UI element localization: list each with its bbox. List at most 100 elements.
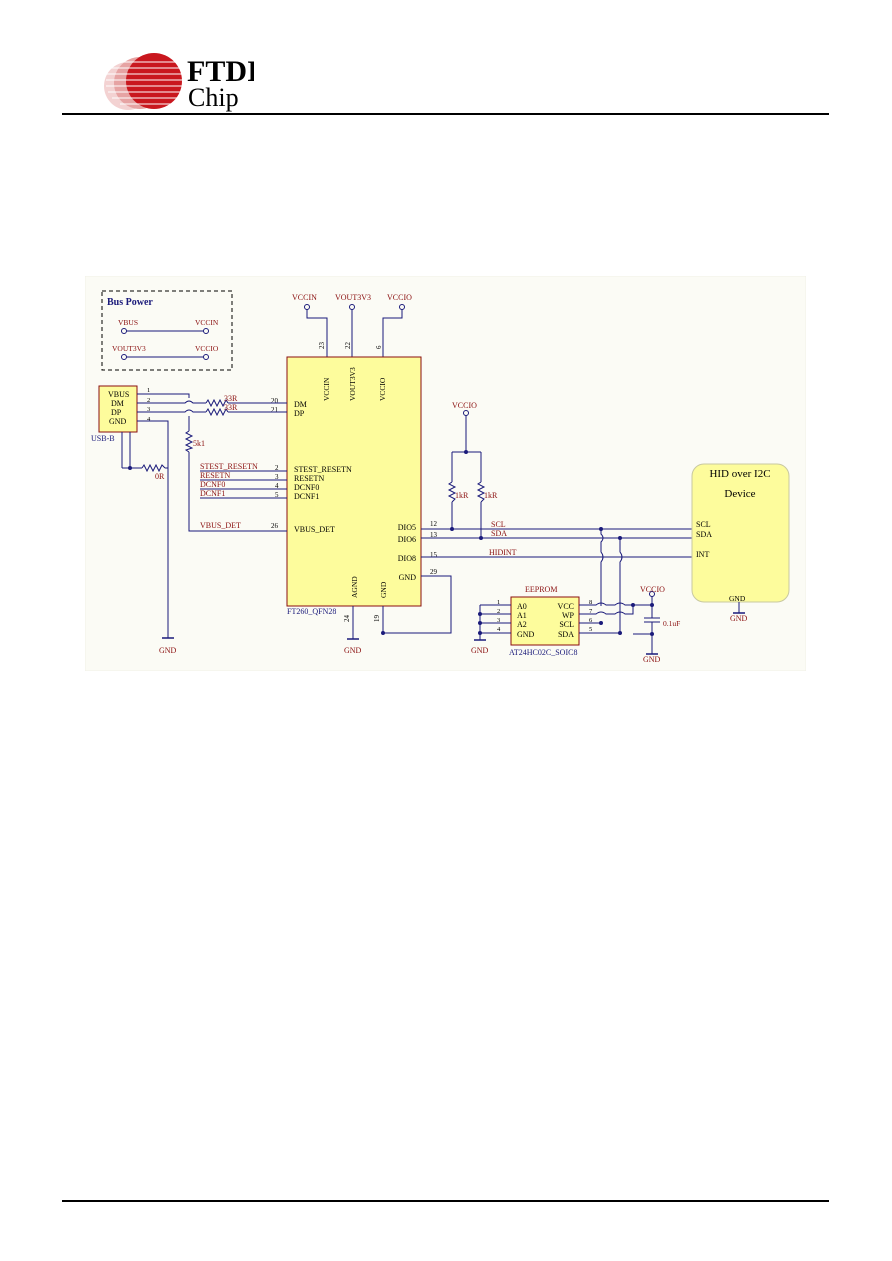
usb-num-2: 2	[147, 397, 150, 404]
bus-power-title: Bus Power	[107, 297, 153, 308]
ft260-pin-vout3v3: VOUT3V3	[348, 367, 357, 401]
power-vccio-label: VCCIO	[387, 293, 412, 302]
pin-num-dm: 20	[271, 397, 279, 405]
ft260-pin-dio6: DIO6	[398, 535, 416, 544]
hid-pin-scl: SCL	[696, 520, 711, 529]
pin-num-dcnf1: 5	[275, 491, 279, 499]
pullup-r1-value: 1kR	[455, 491, 469, 500]
eeprom-ref: AT24HC02C_SOIC8	[509, 648, 577, 657]
eeprom-pin-sda: SDA	[558, 630, 574, 639]
pin-num-dio6: 13	[430, 531, 438, 539]
eeprom-num-6: 6	[589, 617, 593, 624]
bus-power-box: Bus Power VBUS VCCIN VOUT3V3 VCCIO	[101, 290, 233, 371]
hid-pin-sda: SDA	[696, 530, 712, 539]
logo-text-chip: Chip	[188, 83, 239, 112]
eeprom-gnd-label: GND	[471, 646, 489, 655]
i2c-bus-wiring	[421, 528, 693, 633]
eeprom-num-1: 1	[497, 599, 500, 606]
hid-gnd-label: GND	[730, 614, 748, 623]
pin-num-gnd29: 29	[430, 568, 438, 576]
power-top: VCCIN VOUT3V3 VCCIO 23 22 6	[292, 293, 412, 357]
ftdi-chip-logo: FTDI Chip	[94, 50, 259, 112]
usb-connector: VBUS DM DP GND USB-B 1 2 3 4	[91, 385, 151, 443]
logo-text-ftdi: FTDI	[187, 55, 254, 88]
net-resetn: RESETN	[200, 471, 230, 480]
eeprom-num-4: 4	[497, 626, 501, 633]
bus-power-vout3v3: VOUT3V3	[112, 344, 146, 353]
eeprom-num-3: 3	[497, 617, 500, 624]
usb-num-1: 1	[147, 387, 150, 394]
ft260-pin-vccio: VCCIO	[378, 377, 387, 401]
r-dm-value: 33R	[224, 394, 238, 403]
usb-wiring	[121, 393, 287, 639]
eeprom-num-5: 5	[589, 626, 592, 633]
usb-pin-dp: DP	[111, 408, 122, 417]
ft260-pin-dm: DM	[294, 400, 307, 409]
net-dcnf0: DCNF0	[200, 480, 225, 489]
eeprom-pin-gnd: GND	[517, 630, 535, 639]
pin-num-vccin: 23	[318, 342, 326, 350]
eeprom-num-2: 2	[497, 608, 500, 615]
eeprom-num-8: 8	[589, 599, 592, 606]
power-vout3v3-label: VOUT3V3	[335, 293, 371, 302]
ft260-pin-resetn: RESETN	[294, 474, 324, 483]
eeprom: EEPROM A0 A1 A2 GND VCC WP SCL SDA AT24H…	[471, 585, 593, 657]
footer-rule	[62, 1200, 829, 1202]
pin-num-dcnf0: 4	[275, 482, 279, 490]
ft260-pin-dio8: DIO8	[398, 554, 416, 563]
net-dcnf1: DCNF1	[200, 489, 225, 498]
hid-pin-gnd: GND	[729, 594, 746, 603]
eeprom-pin-a0: A0	[517, 602, 527, 611]
logo-circle-main	[126, 53, 182, 109]
pin-num-vout3v3: 22	[344, 342, 352, 350]
eeprom-pin-a2: A2	[517, 620, 527, 629]
eeprom-pin-vcc: VCC	[558, 602, 574, 611]
ft260-chip: VCCIN VOUT3V3 VCCIO DM DP STEST_RESETN R…	[286, 356, 422, 616]
eeprom-pin-wp: WP	[562, 611, 575, 620]
net-scl: SCL	[491, 520, 506, 529]
ft260-pin-dio5: DIO5	[398, 523, 416, 532]
hid-device: HID over I2C Device SCL SDA INT GND GND	[691, 463, 790, 623]
ft260-pin-dp: DP	[294, 409, 305, 418]
resistor-5k1	[184, 430, 194, 453]
usb-gnd-label: GND	[159, 646, 177, 655]
resistor-33r-dm	[205, 398, 229, 408]
header-rule	[62, 113, 829, 115]
ft260-pin-dcnf0: DCNF0	[294, 483, 319, 492]
pin-num-dio8: 15	[430, 551, 438, 559]
usb-pin-vbus: VBUS	[108, 390, 129, 399]
bus-power-vccio: VCCIO	[195, 344, 219, 353]
ft260-pin-numbers: 20 21 2 3 4 5 26 12 13 15 29 24 19	[271, 397, 438, 622]
r-dp-value: 33R	[224, 403, 238, 412]
pin-num-dp: 21	[271, 406, 279, 414]
ft260-pin-agnd: AGND	[350, 576, 359, 598]
eeprom-right-wiring	[579, 596, 660, 655]
usb-num-3: 3	[147, 406, 150, 413]
ft260-ref: FT260_QFN28	[287, 607, 336, 616]
ft260-ground-wiring	[347, 575, 452, 640]
ft260-gnd-label: GND	[344, 646, 362, 655]
eeprom-title: EEPROM	[525, 585, 557, 594]
resistor-33r-dp	[205, 407, 229, 417]
r-det-value: 5k1	[193, 439, 205, 448]
r-gnd-value: 0R	[155, 472, 165, 481]
eeprom-pin-a1: A1	[517, 611, 527, 620]
pin-num-gnd19: 19	[373, 615, 381, 623]
pullup-vccio-label: VCCIO	[452, 401, 477, 410]
bus-power-vccin: VCCIN	[195, 318, 219, 327]
net-stest-resetn: STEST_RESETN	[200, 462, 258, 471]
usb-num-4: 4	[147, 416, 151, 423]
ft260-pin-vccin: VCCIN	[322, 377, 331, 401]
net-hidint: HIDINT	[489, 548, 517, 557]
resistor-0r	[141, 463, 166, 473]
cap-vccio-label: VCCIO	[640, 585, 665, 594]
ft260-pin-stest-resetn: STEST_RESETN	[294, 465, 352, 474]
eeprom-num-7: 7	[589, 608, 593, 615]
pin-num-vccio: 6	[375, 345, 383, 349]
pin-num-dio5: 12	[430, 520, 438, 528]
pullup-r2-value: 1kR	[484, 491, 498, 500]
pullup-resistors: VCCIO 1kR 1kR	[447, 401, 498, 540]
bus-power-vbus: VBUS	[118, 318, 138, 327]
cap-gnd-label: GND	[643, 655, 661, 664]
usb-resistors	[141, 398, 229, 473]
